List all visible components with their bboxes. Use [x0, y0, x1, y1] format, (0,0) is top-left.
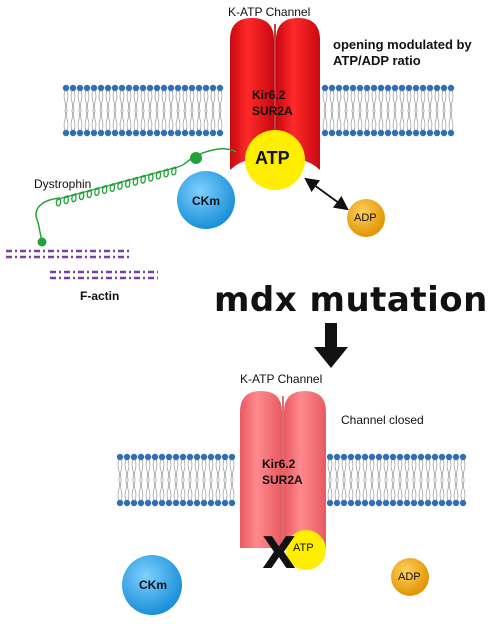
factin-filaments — [6, 249, 158, 280]
subunit-kir62-top: Kir6.2 — [252, 88, 286, 102]
dystrophin-end-dot-right — [190, 152, 202, 164]
atp-molecule-bottom — [286, 530, 326, 570]
factin-label: F-actin — [80, 289, 120, 303]
atp-adp-exchange-arrow — [304, 177, 349, 211]
modulation-note-line1: opening modulated by — [333, 37, 472, 52]
atp-molecule-top — [245, 130, 305, 190]
subunit-kir62-bottom: Kir6.2 — [262, 457, 296, 471]
modulation-note-line2: ATP/ADP ratio — [333, 53, 421, 68]
atp-label-top: ATP — [255, 148, 290, 168]
membrane-bilayer-bottom — [116, 453, 467, 507]
transition-down-arrow — [314, 323, 348, 368]
adp-molecule-bottom — [391, 558, 429, 596]
atp-label-bottom: ATP — [293, 542, 314, 554]
katp-channel-open — [230, 18, 320, 170]
adp-label-top: ADP — [354, 212, 377, 224]
ckm-enzyme-top — [177, 171, 235, 229]
block-x-mark: X — [262, 528, 296, 579]
dystrophin-protein — [35, 148, 237, 247]
adp-label-bottom: ADP — [398, 571, 421, 583]
subunit-sur2a-top: SUR2A — [252, 104, 293, 118]
katp-channel-closed — [240, 391, 326, 548]
mdx-mutation-label: mdx mutation — [214, 280, 488, 320]
channel-title-top: K-ATP Channel — [228, 5, 311, 19]
subunit-sur2a-bottom: SUR2A — [262, 473, 303, 487]
channel-title-bottom: K-ATP Channel — [240, 372, 323, 386]
adp-molecule-top — [347, 199, 385, 237]
ckm-enzyme-bottom — [122, 555, 182, 615]
ckm-label-bottom: CKm — [139, 578, 168, 592]
dystrophin-label: Dystrophin — [34, 177, 92, 191]
channel-closed-note: Channel closed — [341, 413, 424, 427]
membrane-bilayer-top — [62, 84, 455, 137]
ckm-label-top: CKm — [192, 194, 221, 208]
